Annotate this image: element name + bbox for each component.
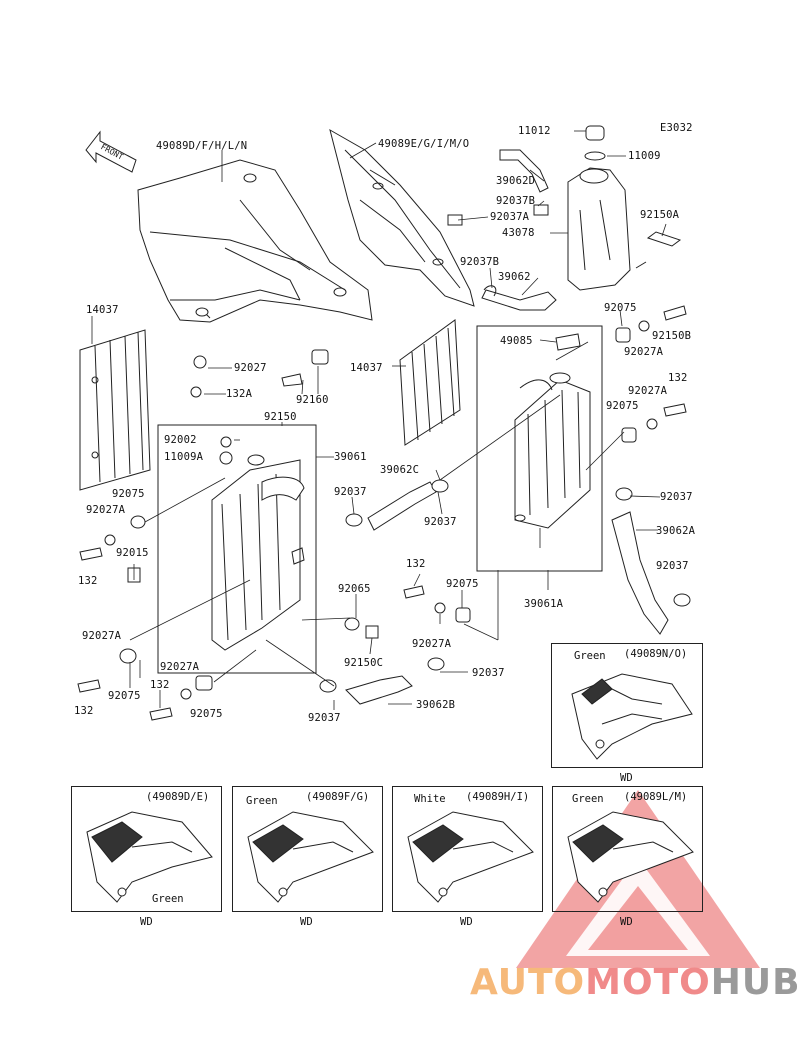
part-label: 92075 [604, 302, 637, 314]
watermark-part2: MOTO [585, 962, 711, 1003]
part-label: 132A [226, 388, 253, 400]
part-label: 11009 [628, 150, 661, 162]
part-label: 92037 [334, 486, 367, 498]
part-label: 11012 [518, 125, 551, 137]
part-label: 39061A [524, 598, 564, 610]
part-label: 92027A [82, 630, 122, 642]
diagram-code: E3032 [660, 122, 693, 134]
right-shroud-drawing [329, 128, 475, 307]
part-label: 92037B [496, 195, 536, 207]
part-label: 49085 [500, 335, 533, 347]
part-label: 92075 [446, 578, 479, 590]
part-label: 14037 [350, 362, 383, 374]
inset-code: (49089F/G) [306, 791, 370, 803]
part-label: 92075 [112, 488, 145, 500]
inset-box-49089f-g [232, 786, 383, 912]
part-label: 43078 [502, 227, 535, 239]
part-label: 132 [74, 705, 94, 717]
front-arrow-icon: FRONT [85, 130, 137, 173]
inset-box-49089n-o [551, 643, 703, 768]
part-label: 92027A [86, 504, 126, 516]
wd-label: WD [300, 916, 313, 928]
part-label: 92075 [606, 400, 639, 412]
part-label: 92027 [234, 362, 267, 374]
part-label: 92027A [160, 661, 200, 673]
part-label: 92037A [490, 211, 530, 223]
inset-code: (49089D/E) [146, 791, 210, 803]
inset-code: (49089L/M) [624, 791, 688, 803]
inset-box-49089h-i [392, 786, 543, 912]
part-label: 39062C [380, 464, 420, 476]
part-label: 14037 [86, 304, 119, 316]
upper-hoses-drawing [447, 149, 557, 311]
lower-hoses-drawing [345, 481, 669, 705]
part-label: 92015 [116, 547, 149, 559]
inset-box-49089l-m [552, 786, 703, 912]
part-label: 92150B [652, 330, 692, 342]
watermark-part1: AUTO [470, 962, 586, 1003]
part-label: 92065 [338, 583, 371, 595]
part-label: 92150A [640, 209, 680, 221]
reservoir-tank-drawing [567, 125, 682, 291]
wd-label: WD [620, 916, 633, 928]
part-label: 92037 [308, 712, 341, 724]
part-label: 92037 [660, 491, 693, 503]
inset-code: (49089N/O) [624, 648, 688, 660]
watermark-text: AUTOMOTOHUB [470, 962, 800, 1003]
left-grille-drawing [79, 329, 151, 491]
part-label: 92037 [472, 667, 505, 679]
left-radiator-drawing [211, 454, 305, 651]
part-label: 39062A [656, 525, 696, 537]
wd-label: WD [460, 916, 473, 928]
part-label: 92037 [424, 516, 457, 528]
part-label: 92150 [264, 411, 297, 423]
part-label: 92037B [460, 256, 500, 268]
part-label: 39061 [334, 451, 367, 463]
part-label: 132 [150, 679, 170, 691]
inset-box-49089d-e [71, 786, 222, 912]
left-shroud-drawing [137, 159, 373, 323]
part-label: 92160 [296, 394, 329, 406]
part-label: 132 [668, 372, 688, 384]
part-label: 39062B [416, 699, 456, 711]
part-label: 92037 [656, 560, 689, 572]
right-radiator-drawing [514, 372, 591, 529]
inset-color-label: Green [574, 650, 606, 662]
part-label: 39062 [498, 271, 531, 283]
left-radiator-box [157, 424, 317, 674]
right-radiator-box [476, 325, 603, 572]
part-label: 39062D [496, 175, 536, 187]
part-label: 11009A [164, 451, 204, 463]
inset-color-label: Green [246, 795, 278, 807]
part-label: 92027A [628, 385, 668, 397]
wd-label: WD [620, 772, 633, 784]
part-label: 92075 [190, 708, 223, 720]
part-label: 132 [78, 575, 98, 587]
shroud-inset-drawing [247, 811, 374, 903]
part-label: 92027A [624, 346, 664, 358]
wd-label: WD [140, 916, 153, 928]
shroud-inset-drawing [567, 811, 694, 903]
inset-color-label: Green [572, 793, 604, 805]
watermark-logo-icon [516, 790, 760, 968]
part-label: 49089E/G/I/M/O [378, 138, 470, 150]
inset-code: (49089H/I) [466, 791, 530, 803]
part-label: 92002 [164, 434, 197, 446]
part-label: 92075 [108, 690, 141, 702]
part-label: 49089D/F/H/L/N [156, 140, 248, 152]
part-label: 92027A [412, 638, 452, 650]
part-label: 132 [406, 558, 426, 570]
center-grille-drawing [399, 319, 461, 446]
watermark-part3: HUB [710, 962, 800, 1003]
inset-color-label: Green [152, 893, 184, 905]
leader-lines [91, 130, 667, 710]
shroud-inset-drawing [86, 811, 213, 903]
shroud-inset-drawing [571, 673, 693, 760]
inset-color-label: White [414, 793, 446, 805]
part-label: 92150C [344, 657, 384, 669]
shroud-inset-drawing [407, 811, 534, 903]
